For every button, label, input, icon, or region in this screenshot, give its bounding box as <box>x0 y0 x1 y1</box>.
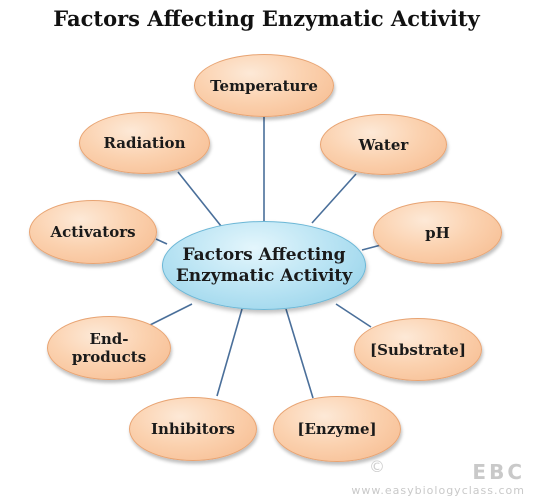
connector-ph <box>361 244 382 251</box>
center-node-label: Factors Affecting Enzymatic Activity <box>176 245 352 286</box>
node-water: Water <box>320 114 447 175</box>
node-enzyme-label: [Enzyme] <box>297 420 377 438</box>
node-substrate-label: [Substrate] <box>370 340 466 359</box>
node-temperature-label: Temperature <box>210 76 318 95</box>
connector-substrate <box>335 303 372 328</box>
node-end-products-line2: products <box>71 348 147 366</box>
node-ph: pH <box>373 201 502 264</box>
node-ph-label: pH <box>425 223 450 242</box>
node-radiation-label: Radiation <box>103 134 186 152</box>
node-activators-label: Activators <box>50 223 136 241</box>
node-inhibitors: Inhibitors <box>129 397 257 461</box>
connector-radiation <box>177 171 222 227</box>
center-node-line1: Factors Affecting <box>182 245 346 266</box>
center-node-line2: Enzymatic Activity <box>175 265 353 286</box>
connector-enzyme <box>285 308 314 399</box>
diagram-title: Factors Affecting Enzymatic Activity <box>53 6 480 31</box>
node-end-products-label: End- products <box>72 330 146 366</box>
copyright-symbol: © <box>369 457 385 476</box>
node-substrate: [Substrate] <box>354 318 482 381</box>
node-enzyme: [Enzyme] <box>273 396 401 462</box>
node-inhibitors-label: Inhibitors <box>151 420 235 438</box>
watermark-url: www.easybiologyclass.com <box>351 484 525 497</box>
connector-water <box>311 173 357 224</box>
node-activators: Activators <box>29 200 157 264</box>
node-end-products: End- products <box>47 316 171 380</box>
watermark-logo: EBC <box>472 460 525 484</box>
node-water-label: Water <box>358 135 409 154</box>
connector-end-products <box>147 303 193 327</box>
node-radiation: Radiation <box>79 112 210 174</box>
node-temperature: Temperature <box>194 54 334 117</box>
connector-inhibitors <box>216 308 243 397</box>
center-node: Factors Affecting Enzymatic Activity <box>162 221 366 310</box>
node-end-products-line1: End- <box>89 330 129 348</box>
connector-activators <box>155 238 168 245</box>
watermark: EBC www.easybiologyclass.com <box>351 460 525 497</box>
